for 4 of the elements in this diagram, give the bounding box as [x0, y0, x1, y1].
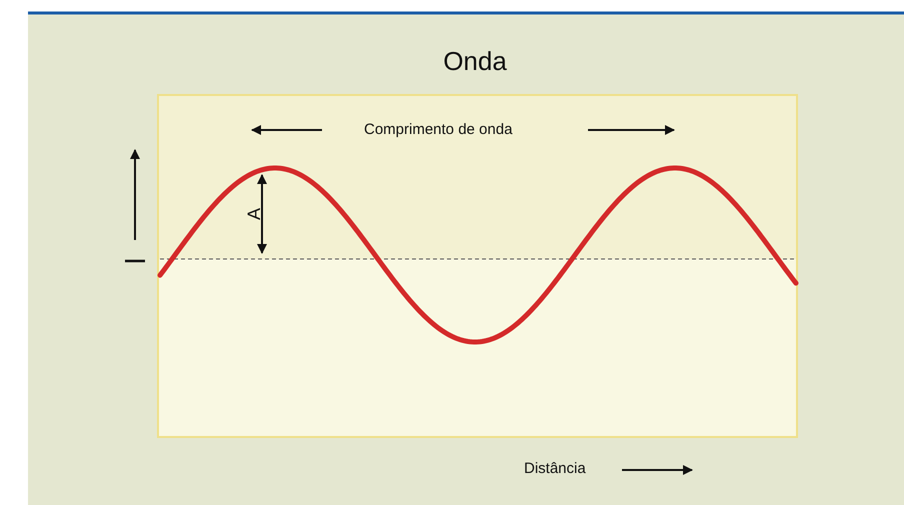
title: Onda	[442, 48, 508, 74]
amplitude-label: A	[245, 208, 263, 220]
axis-label: Distância	[524, 461, 586, 476]
wavelength-label: Comprimento de onda	[364, 122, 512, 137]
